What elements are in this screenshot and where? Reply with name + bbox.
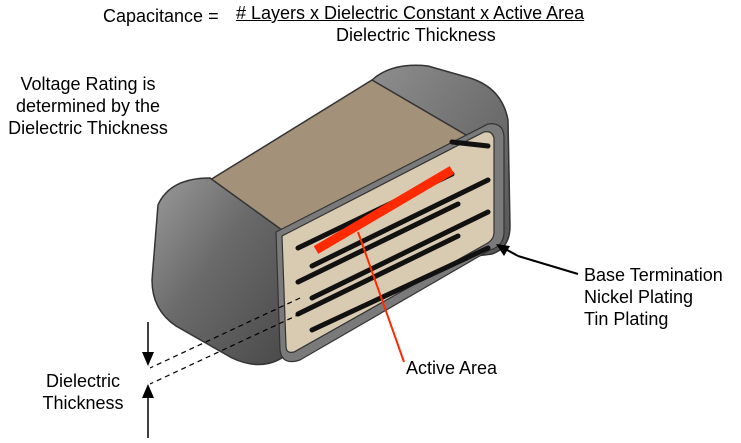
voltage-rating-note: Voltage Rating is determined by the Diel… <box>4 73 172 139</box>
electrode-layers <box>295 139 491 333</box>
electrode-line <box>295 233 461 317</box>
dielectric-thickness-label: Dielectric Thickness <box>28 370 138 414</box>
voltage-note-line: determined by the <box>15 96 161 116</box>
nickel-plating-label: Nickel Plating <box>584 287 694 307</box>
arrow-head <box>496 244 510 256</box>
termination-leader <box>496 244 579 275</box>
voltage-note-line: Voltage Rating is <box>20 74 156 94</box>
active-area-leader <box>357 231 405 363</box>
active-area-highlight <box>313 166 455 254</box>
voltage-note-line: Dielectric Thickness <box>8 118 168 138</box>
tin-plating-label: Tin Plating <box>584 309 669 329</box>
formula-label: Capacitance = <box>103 6 219 26</box>
electrode-line <box>295 201 461 285</box>
electrode-line <box>449 139 491 149</box>
dielectric-label-line: Dielectric <box>45 371 120 391</box>
dielectric-projection-lines <box>149 297 301 385</box>
termination-labels: Base Termination Nickel Plating Tin Plat… <box>584 264 723 330</box>
formula-denominator: Dielectric Thickness <box>336 25 496 45</box>
dielectric-label-line: Thickness <box>42 393 124 413</box>
base-termination-label: Base Termination <box>584 265 723 285</box>
electrode-line <box>309 209 491 301</box>
active-area-label: Active Area <box>406 358 498 378</box>
left-termination-cap <box>151 177 286 366</box>
electrode-line <box>309 245 491 333</box>
electrode-line <box>309 177 491 269</box>
formula-numerator: # Layers x Dielectric Constant x Active … <box>236 3 585 23</box>
dielectric-dimension <box>142 322 154 438</box>
